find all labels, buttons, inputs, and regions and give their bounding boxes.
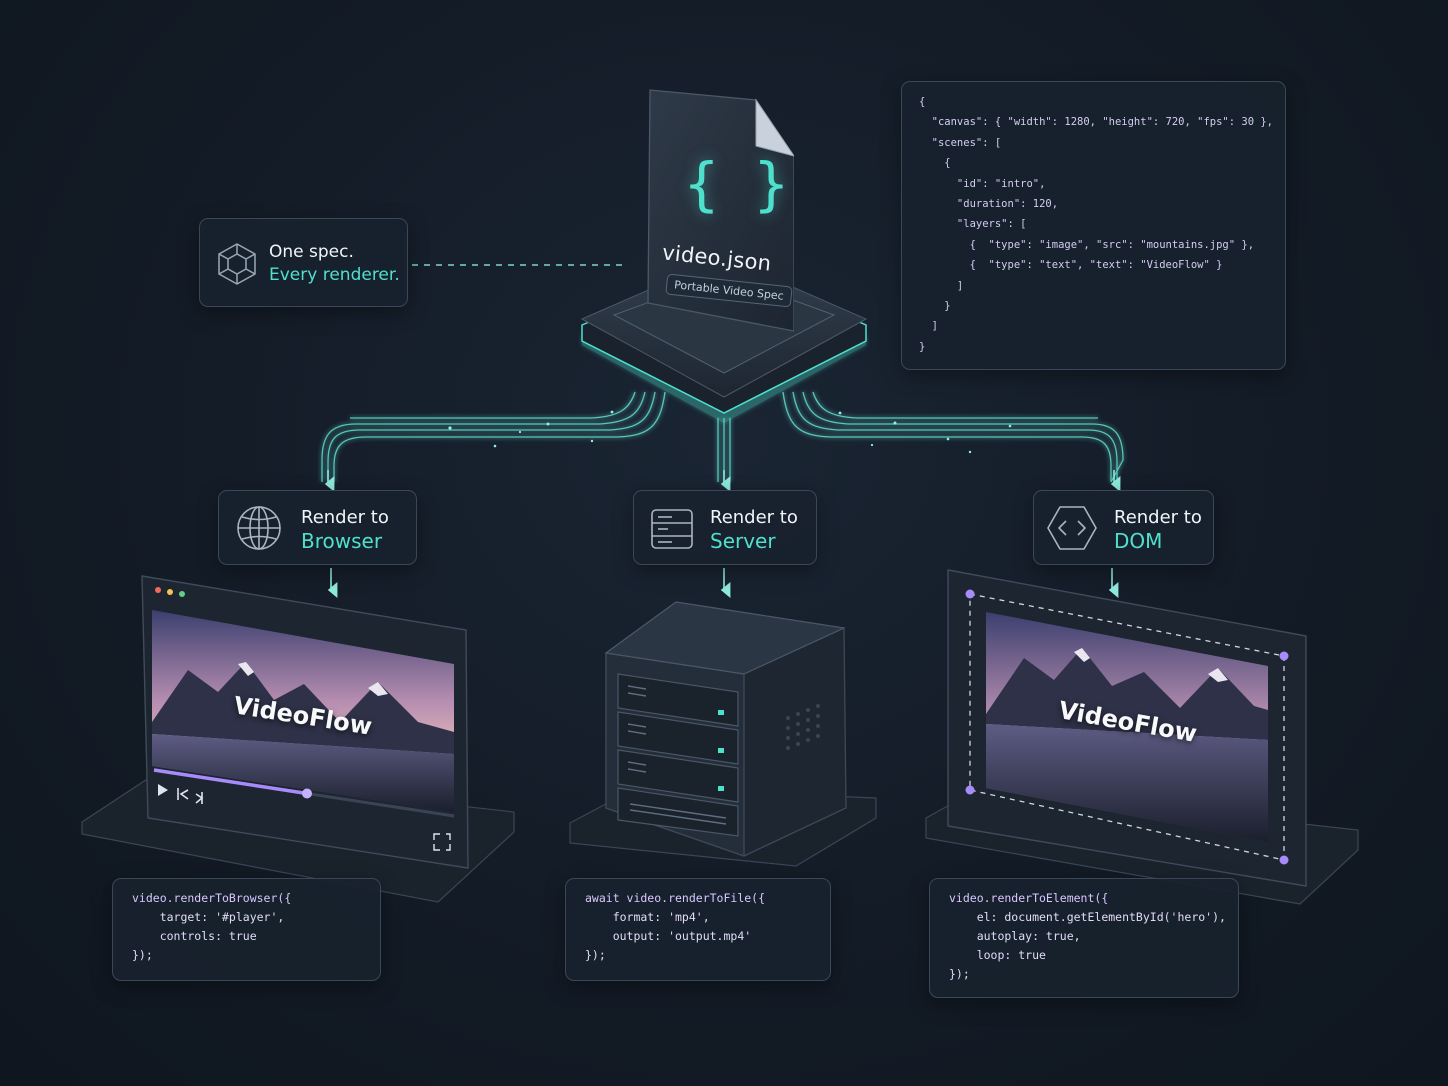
spec-file: { } video.json Portable Video Spec (644, 88, 794, 332)
json-spec-line: ] (919, 279, 964, 292)
json-spec-line: { (919, 96, 926, 108)
code-line: video.renderToBrowser({ (132, 891, 292, 905)
json-spec-line: { "type": "text", "text": "VideoFlow" } (919, 259, 1223, 272)
code-line: }); (585, 948, 606, 962)
code-brackets-icon (1047, 506, 1097, 550)
dom-code-panel: video.renderToElement({ el: document.get… (929, 878, 1239, 998)
braces-icon: { } (684, 150, 789, 218)
code-line: el: document.getElementById('hero'), (949, 910, 1226, 924)
progress-fill (153, 768, 308, 796)
render-dom-panel[interactable]: Render to DOM (1033, 490, 1214, 565)
json-spec-line: } (919, 300, 951, 313)
json-spec-line: "scenes": [ (919, 136, 1002, 149)
server-code-panel: await video.renderToFile({ format: 'mp4'… (565, 878, 831, 981)
code-line: format: 'mp4', (585, 910, 710, 924)
code-line: video.renderToElement({ (949, 891, 1109, 905)
browser-preview (81, 575, 515, 903)
json-spec-line: "layers": [ (919, 218, 1027, 231)
code-line: autoplay: true, (949, 929, 1081, 943)
render-browser-panel[interactable]: Render to Browser (218, 490, 417, 565)
browser-code-panel: video.renderToBrowser({ target: '#player… (112, 878, 381, 981)
tagline-panel: One spec. Every renderer. (199, 218, 408, 307)
render-server-target: Server (710, 529, 776, 553)
tagline-line1: One spec. (269, 242, 354, 262)
render-dom-target: DOM (1114, 529, 1163, 553)
json-spec-line: } (919, 340, 926, 353)
code-line: target: '#player', (132, 910, 285, 924)
server-icon (651, 509, 693, 549)
tagline-line2: Every renderer. (269, 265, 400, 285)
json-spec-line: "id": "intro", (919, 177, 1046, 190)
code-line: output: 'output.mp4' (585, 929, 752, 943)
globe-icon (237, 506, 281, 550)
render-server-panel[interactable]: Render to Server (633, 490, 817, 565)
code-line: }); (949, 967, 970, 981)
dom-preview (925, 569, 1359, 905)
render-dom-label: Render to (1114, 507, 1202, 528)
code-line: controls: true (132, 929, 257, 943)
render-browser-label: Render to (301, 507, 389, 528)
browser-route (321, 391, 666, 482)
json-spec-line: "canvas": { "width": 1280, "height": 720… (919, 116, 1274, 129)
json-spec-line: ] (919, 320, 938, 333)
code-line: loop: true (949, 948, 1046, 962)
code-line: await video.renderToFile({ (585, 891, 766, 905)
json-spec-panel: { "canvas": { "width": 1280, "height": 7… (901, 81, 1286, 370)
cube-icon (218, 243, 256, 285)
dom-route (782, 391, 1124, 483)
json-spec-line: { (919, 157, 951, 170)
server-illustration (569, 601, 877, 867)
render-browser-target: Browser (301, 529, 383, 553)
code-line: }); (132, 948, 153, 962)
json-spec-line: "duration": 120, (919, 198, 1059, 211)
render-server-label: Render to (710, 507, 798, 528)
json-spec-line: { "type": "image", "src": "mountains.jpg… (919, 238, 1255, 251)
